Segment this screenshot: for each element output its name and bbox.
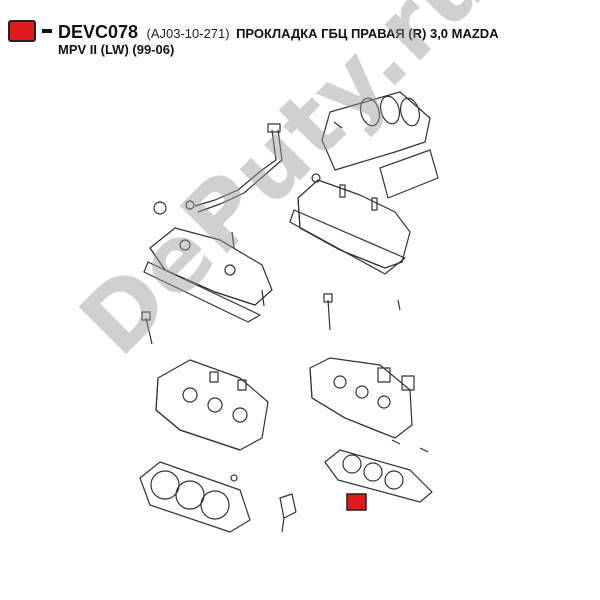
part-code: DEVC078 <box>58 22 139 42</box>
dash-icon <box>42 29 52 33</box>
right-valve-cover <box>289 173 411 275</box>
right-head-gasket <box>324 439 433 503</box>
right-cylinder-head <box>309 357 415 439</box>
left-cylinder-head <box>155 359 269 451</box>
left-head-gasket <box>139 461 297 533</box>
oem-number: (AJ03-10-271) <box>146 26 230 41</box>
breather-hose <box>153 123 283 215</box>
red-marker-icon <box>8 20 36 42</box>
left-valve-cover <box>143 227 273 323</box>
part-description: ПРОКЛАДКА ГБЦ ПРАВАЯ (R) 3,0 MAZDA <box>236 26 499 41</box>
target-part-marker-icon <box>346 493 367 511</box>
intake-gasket <box>321 91 439 199</box>
part-description-continued: MPV II (LW) (99-06) <box>58 42 175 57</box>
bolts <box>141 231 401 345</box>
title-line: DEVC078 (AJ03-10-271) ПРОКЛАДКА ГБЦ ПРАВ… <box>58 20 499 46</box>
